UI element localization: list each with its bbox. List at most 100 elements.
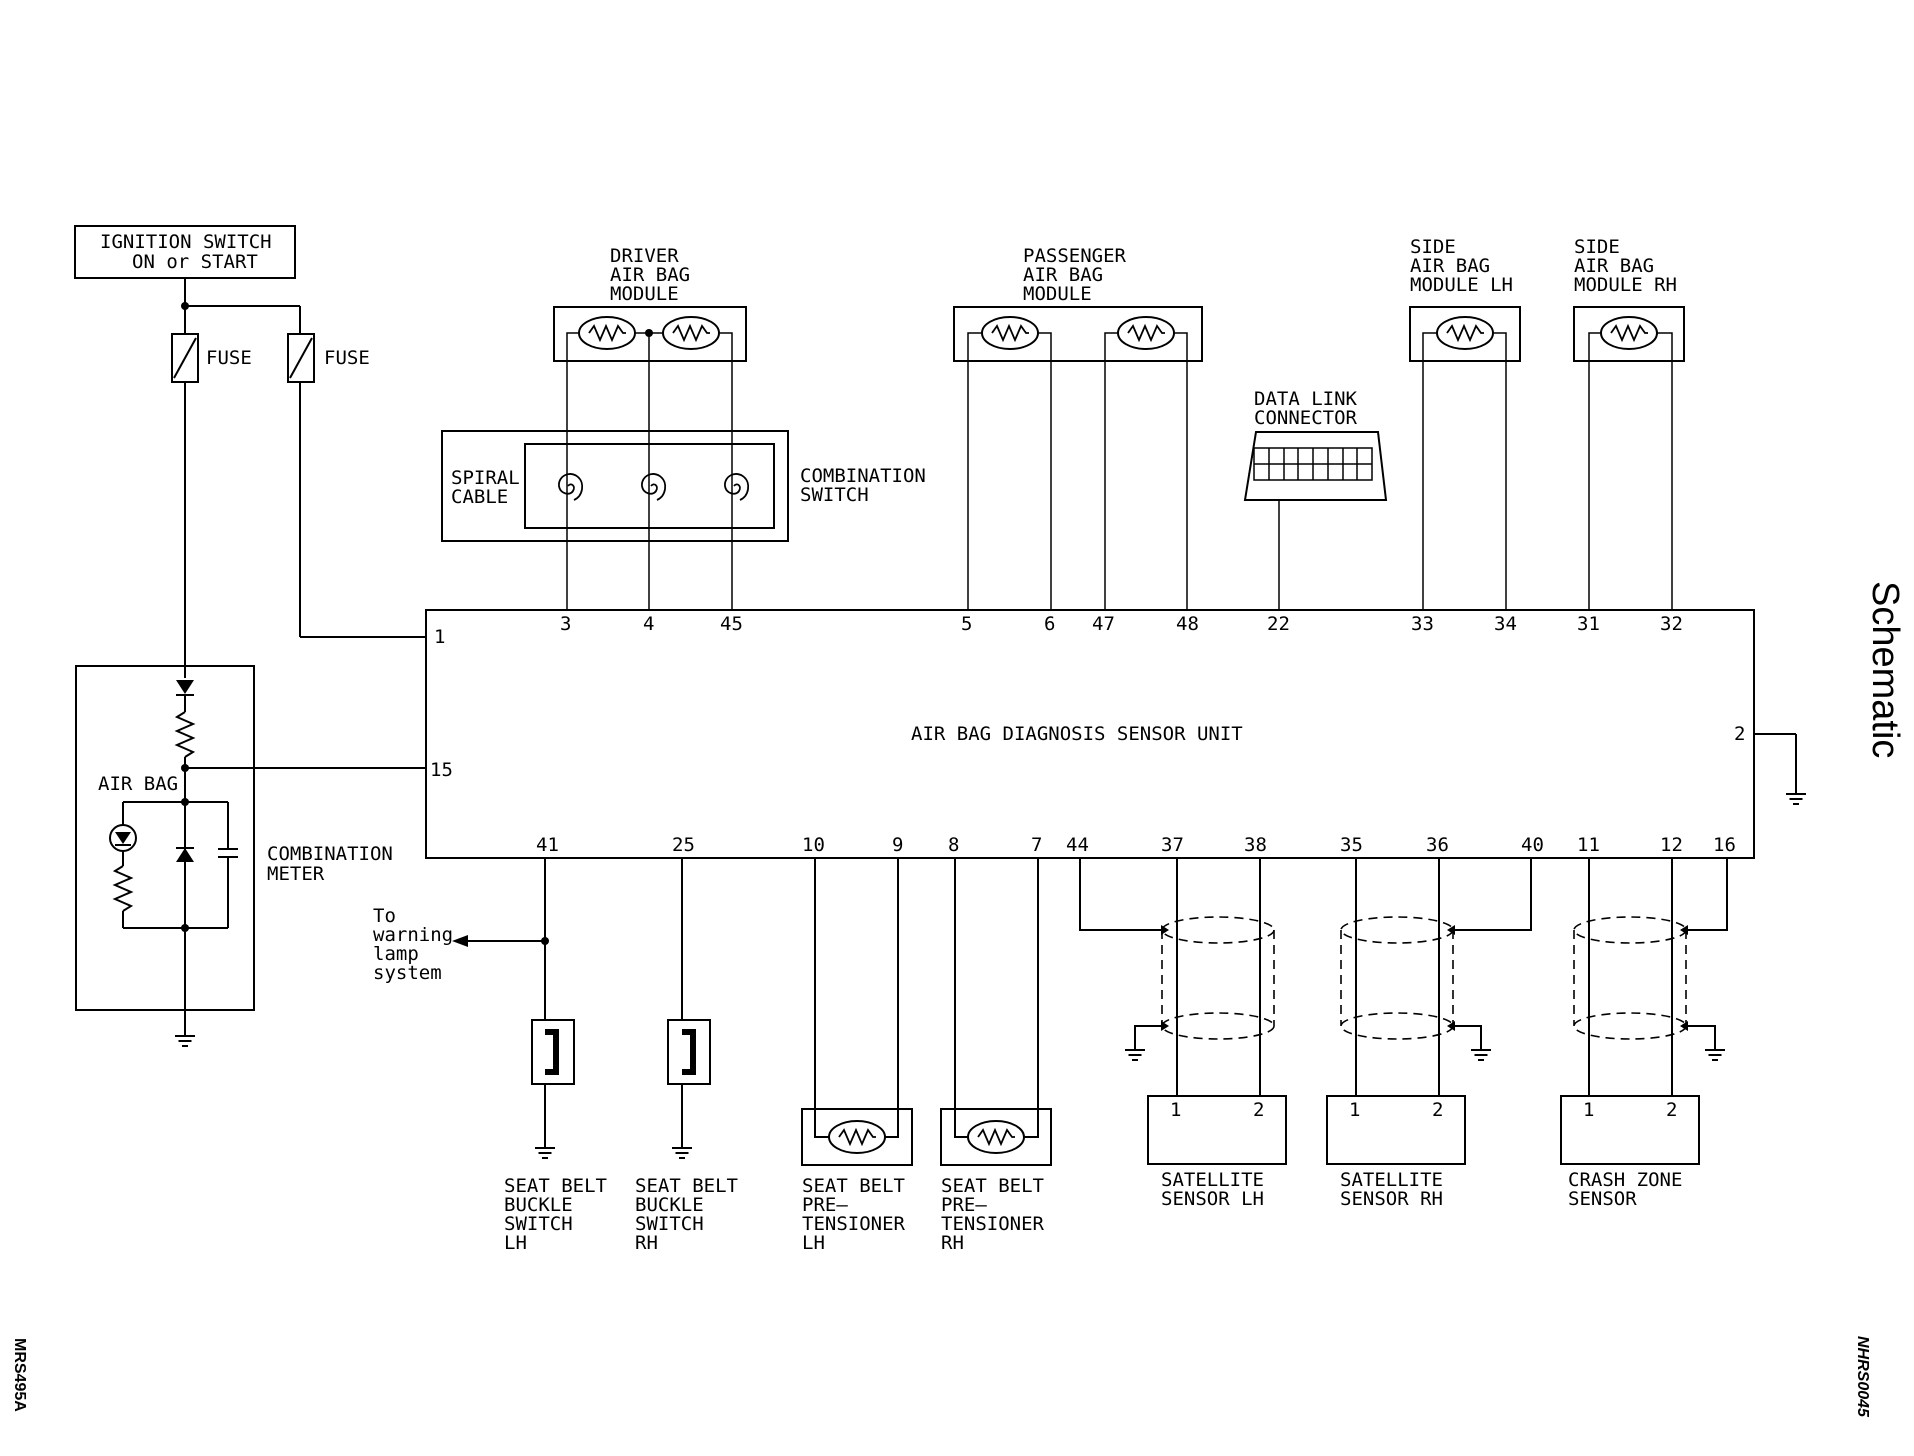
pin-7: 7 [1031,834,1042,856]
pin-37: 37 [1161,834,1184,856]
data-link-line2: CONNECTOR [1254,407,1358,429]
bottom-pin-labels: 41 25 10 9 8 7 44 37 38 35 36 40 11 12 1… [536,834,1736,856]
pin-32: 32 [1660,613,1683,635]
sat-lh-pin-1: 1 [1170,1099,1181,1121]
pretensioner-rh-line1: SEAT BELT [941,1175,1044,1197]
satellite-lh-line2: SENSOR LH [1161,1188,1264,1210]
shield-lh [1161,916,1275,1040]
pin-10: 10 [802,834,825,856]
sat-lh-pin-2: 2 [1253,1099,1264,1121]
fuse-2-label: FUSE [324,347,370,369]
side-air-bag-module-rh: SIDE AIR BAG MODULE RH [1573,236,1685,362]
combination-switch-line2: SWITCH [800,484,869,506]
pretensioner-rh-line2: PRE– [941,1194,987,1216]
side-lh-line3: MODULE LH [1410,274,1513,296]
pretensioner-rh-line3: TENSIONER [941,1213,1045,1235]
data-link-connector: DATA LINK CONNECTOR [1243,388,1388,501]
pin-47: 47 [1092,613,1115,635]
buckle-lh-line4: LH [504,1232,527,1254]
pretensioner-lh-line4: LH [802,1232,825,1254]
pin-5: 5 [961,613,972,635]
pin-8: 8 [948,834,959,856]
ignition-line2: ON or START [132,251,258,273]
air-bag-lamp-label: AIR BAG [98,773,178,795]
combination-switch-line1: COMBINATION [800,465,926,487]
warning-line2: warning [373,924,453,946]
driver-module-line1: DRIVER [610,245,679,267]
side-rh-line1: SIDE [1574,236,1620,258]
pin-45: 45 [720,613,743,635]
passenger-module-line2: AIR BAG [1023,264,1103,286]
crash-pin-2: 2 [1666,1099,1677,1121]
schematic-side-title: Schematic [1864,581,1906,758]
combination-meter-line2: METER [267,863,325,885]
satellite-rh-line2: SENSOR RH [1340,1188,1443,1210]
air-bag-diagnosis-sensor-unit: AIR BAG DIAGNOSIS SENSOR UNIT [425,609,1755,859]
side-pin-labels: 15 2 [430,723,1745,781]
pretensioner-lh-line1: SEAT BELT [802,1175,905,1197]
top-pin-labels: 1 3 4 45 5 6 47 48 22 33 34 31 32 [434,613,1683,648]
combination-meter-line1: COMBINATION [267,843,393,865]
spiral-cable-line2: CABLE [451,486,508,508]
buckle-rh-line3: SWITCH [635,1213,704,1235]
section-code: NHRS0045 [1854,1336,1871,1418]
pretensioner-rh-label: SEAT BELT PRE– TENSIONER RH [941,1175,1045,1254]
pin-36: 36 [1426,834,1449,856]
seat-belt-pretensioner-lh [801,1108,913,1166]
pin-9: 9 [892,834,903,856]
warning-line4: system [373,962,442,984]
crash-zone-sensor: 1 2 CRASH ZONE SENSOR [1560,1095,1700,1210]
pretensioner-lh-label: SEAT BELT PRE– TENSIONER LH [802,1175,906,1254]
side-air-bag-module-lh: SIDE AIR BAG MODULE LH [1409,236,1521,362]
passenger-module-line1: PASSENGER [1023,245,1127,267]
driver-module-line2: AIR BAG [610,264,690,286]
pretensioner-lh-line3: TENSIONER [802,1213,906,1235]
pin-38: 38 [1244,834,1267,856]
buckle-lh-line2: BUCKLE [504,1194,573,1216]
pin-41: 41 [536,834,559,856]
pin-34: 34 [1494,613,1517,635]
seat-belt-buckle-switch-rh [667,1019,711,1085]
pin-4: 4 [643,613,654,635]
ignition-switch: IGNITION SWITCH ON or START [74,225,296,279]
passenger-module-line3: MODULE [1023,283,1092,305]
pin-12: 12 [1660,834,1683,856]
pin-31: 31 [1577,613,1600,635]
sat-rh-pin-1: 1 [1349,1099,1360,1121]
shield-rh [1340,916,1455,1040]
sat-rh-pin-2: 2 [1432,1099,1443,1121]
fuse-1: FUSE [171,333,252,383]
shield-crash-zone [1573,916,1688,1040]
seat-belt-buckle-switch-lh [531,1019,575,1085]
pin-1: 1 [434,626,445,648]
seat-belt-pretensioner-rh [940,1108,1052,1166]
buckle-lh-line1: SEAT BELT [504,1175,607,1197]
warning-lamp-label: To warning lamp system [373,905,453,984]
pin-25: 25 [672,834,695,856]
side-rh-line3: MODULE RH [1574,274,1677,296]
pin-11: 11 [1577,834,1600,856]
pin-44: 44 [1066,834,1089,856]
fuse-1-label: FUSE [206,347,252,369]
crash-pin-1: 1 [1583,1099,1594,1121]
pin-22: 22 [1267,613,1290,635]
buckle-lh-label: SEAT BELT BUCKLE SWITCH LH [504,1175,607,1254]
pin-15: 15 [430,759,453,781]
side-lh-line2: AIR BAG [1410,255,1490,277]
fuse-2: FUSE [287,333,370,383]
data-link-line1: DATA LINK [1254,388,1358,410]
air-bag-warning-lamp [109,824,137,852]
pretensioner-rh-line4: RH [941,1232,964,1254]
driver-air-bag-module: DRIVER AIR BAG MODULE [553,245,747,362]
crash-zone-line1: CRASH ZONE [1568,1169,1682,1191]
pin-33: 33 [1411,613,1434,635]
main-unit-label: AIR BAG DIAGNOSIS SENSOR UNIT [911,723,1243,745]
spiral-cable-line1: SPIRAL [451,467,520,489]
satellite-rh-line1: SATELLITE [1340,1169,1443,1191]
pin-6: 6 [1044,613,1055,635]
pin-35: 35 [1340,834,1363,856]
driver-module-line3: MODULE [610,283,679,305]
pin-48: 48 [1176,613,1199,635]
buckle-rh-line4: RH [635,1232,658,1254]
satellite-lh-line1: SATELLITE [1161,1169,1264,1191]
